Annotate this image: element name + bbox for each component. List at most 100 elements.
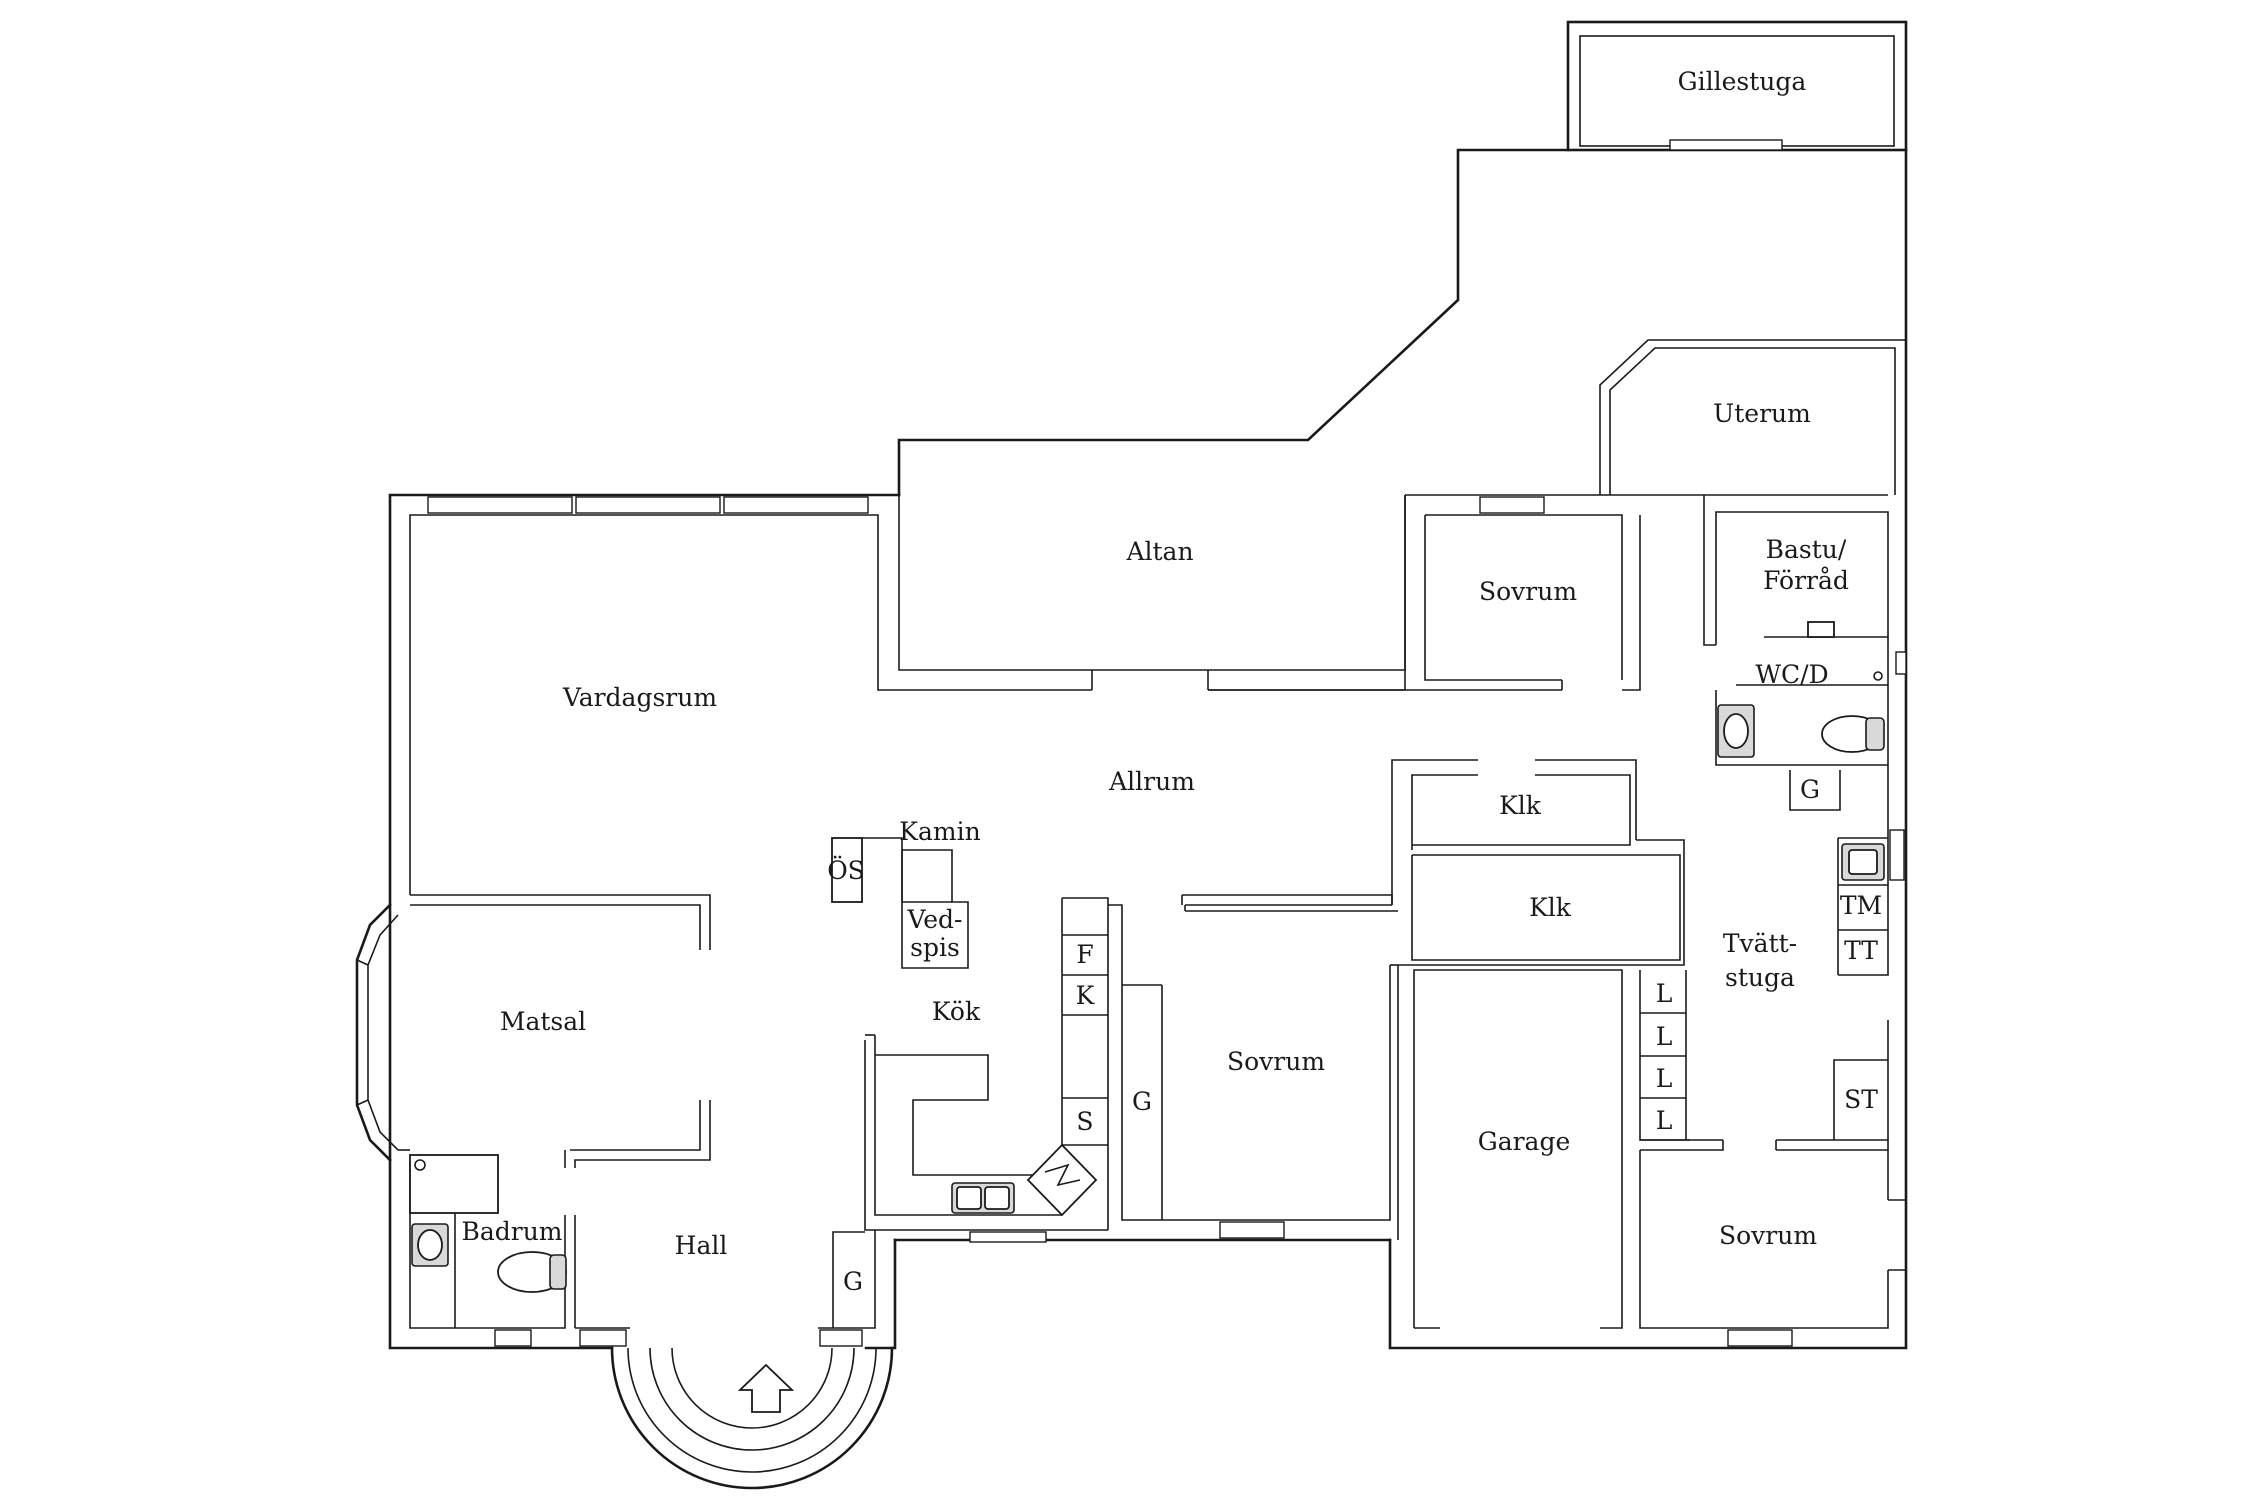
entrance-arrow-icon <box>737 1363 795 1413</box>
kitchen-island <box>875 1054 1062 1176</box>
room-label-matsal: Matsal <box>500 1007 586 1036</box>
matsal-top-wall-2 <box>410 904 701 950</box>
room-label-badrum: Badrum <box>461 1217 562 1246</box>
shower-drain-icon <box>414 1159 426 1171</box>
shower-icon <box>1873 671 1883 681</box>
fixture-label-g-laundry: G <box>1800 775 1820 804</box>
room-label-kok: Kök <box>932 997 981 1026</box>
laundry-sink-bowl-icon <box>1848 849 1878 875</box>
room-label-gillestuga: Gillestuga <box>1678 67 1807 96</box>
hall-south-2 <box>818 1230 876 1329</box>
kitchen-sink-bowl-icon <box>956 1186 982 1210</box>
window <box>1479 496 1545 514</box>
kitchen-sink-bowl-icon <box>984 1186 1010 1210</box>
altan-wall <box>898 495 1406 671</box>
window <box>1669 139 1783 151</box>
windows <box>427 139 1907 1347</box>
klk-outer-wall <box>1391 759 1478 905</box>
klk-upper-wall <box>1411 774 1478 850</box>
step-arc <box>671 1347 833 1429</box>
allrum-divider-top <box>1182 894 1393 905</box>
stove-icon <box>1026 1143 1098 1217</box>
fixture-label-l3: L <box>1656 1064 1673 1093</box>
window <box>1219 1221 1285 1239</box>
room-label-tvatt-1: Tvätt- <box>1723 929 1797 958</box>
shower-tray-icon <box>409 1154 499 1214</box>
matsal-east-wall-2 <box>574 1100 711 1168</box>
window <box>819 1329 863 1347</box>
bay-window-inner <box>367 914 399 1151</box>
room-label-sovrum-middle: Sovrum <box>1227 1047 1325 1076</box>
fixture-label-s: S <box>1076 1107 1093 1136</box>
fixture-labels: G TM TT ST F K S G G L L L L <box>843 775 1882 1296</box>
klk-upper-wall-2 <box>1412 774 1631 846</box>
bay-mullion <box>356 959 369 966</box>
room-label-kamin: Kamin <box>899 817 980 846</box>
entry-outer-wall <box>864 1238 897 1350</box>
room-label-bastu: Bastu/ <box>1766 535 1847 564</box>
fixture-label-tt: TT <box>1844 936 1878 965</box>
tvatt-east <box>1838 765 1889 976</box>
bay-mullion <box>356 1099 369 1106</box>
room-label-uterum: Uterum <box>1713 399 1811 428</box>
wc-wall <box>1715 690 1888 766</box>
room-label-allrum: Allrum <box>1108 767 1195 796</box>
bay-window-outer <box>355 903 392 1162</box>
room-label-vedspis-2: spis <box>910 933 960 962</box>
step-arc <box>649 1347 855 1451</box>
window <box>969 1231 1047 1243</box>
fixture-label-f: F <box>1076 940 1093 969</box>
st-box <box>1833 1020 1889 1141</box>
window <box>1727 1329 1793 1347</box>
room-label-vardagsrum: Vardagsrum <box>562 683 717 712</box>
fixture-label-g-kitchen: G <box>1132 1087 1152 1116</box>
washbasin-bowl-icon <box>1723 713 1749 749</box>
kitchen-south-wall <box>864 1040 1108 1231</box>
step-arc-outer <box>610 1346 894 1490</box>
room-label-os: ÖS <box>827 856 865 885</box>
klk-outer-wall-2 <box>1535 759 1637 840</box>
fixture-label-st: ST <box>1844 1085 1878 1114</box>
fixture-label-g-hall: G <box>843 1267 863 1296</box>
window <box>494 1329 532 1347</box>
step-arc <box>627 1347 877 1473</box>
room-label-klk-upper: Klk <box>1499 791 1542 820</box>
vardagsrum-wall <box>409 514 1092 895</box>
east-outer-wall <box>1388 148 1908 1350</box>
room-label-forrad: Förråd <box>1763 566 1849 595</box>
sovrum-north-wall-2 <box>1424 515 1562 681</box>
garage-wall <box>1413 969 1623 1329</box>
sovrum-middle-wall <box>1121 965 1391 1221</box>
window <box>427 496 573 514</box>
room-label-sovrum-north: Sovrum <box>1479 577 1577 606</box>
fixture-label-k: K <box>1076 981 1096 1010</box>
sovrum-middle-top <box>1108 904 1123 985</box>
uterum-wall <box>1599 339 1906 495</box>
interior-walls <box>355 339 1906 1349</box>
os-box <box>831 837 863 903</box>
kitchen-column <box>1062 897 1109 1230</box>
bastu-wall <box>1703 495 1716 646</box>
washbasin-bowl-icon <box>417 1229 443 1261</box>
sovrum-north-wall <box>1425 514 1623 680</box>
room-label-sovrum-east: Sovrum <box>1719 1221 1817 1250</box>
room-label-vedspis-1: Ved- <box>906 905 962 934</box>
fixture-label-l1: L <box>1656 979 1673 1008</box>
matsal-top-wall <box>410 894 711 950</box>
room-label-garage: Garage <box>1478 1127 1571 1156</box>
window <box>575 496 721 514</box>
window <box>579 1329 627 1347</box>
fixture-label-l2: L <box>1656 1022 1673 1051</box>
g-hall-box <box>832 1231 865 1328</box>
bastu-inner-wall <box>1715 511 1889 645</box>
g-box <box>1789 770 1841 811</box>
room-label-hall: Hall <box>675 1231 728 1260</box>
room-label-wcd: WC/D <box>1755 660 1828 689</box>
window <box>1889 829 1905 881</box>
room-label-tvatt-2: stuga <box>1725 963 1795 992</box>
fixture-label-l4: L <box>1656 1106 1673 1135</box>
window <box>723 496 869 514</box>
stove-bolt-icon <box>1044 1163 1081 1187</box>
laundry-south-3 <box>1776 1140 1889 1151</box>
